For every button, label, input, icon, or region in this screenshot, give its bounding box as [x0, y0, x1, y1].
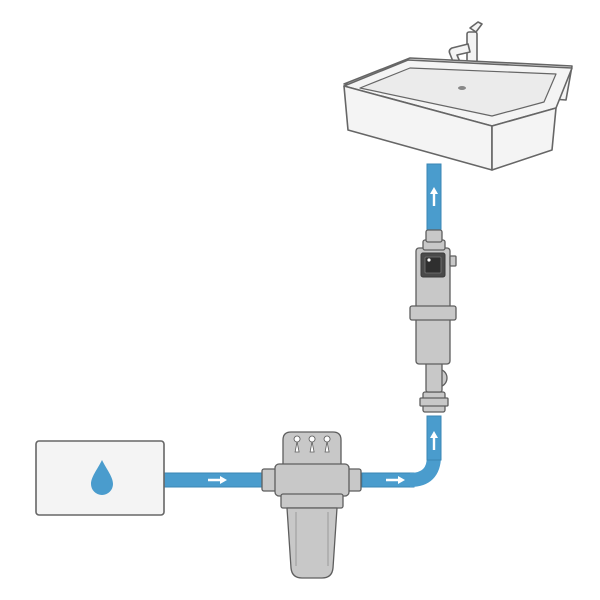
uv-upper-fitting [425, 229, 443, 243]
keyhole-icon [323, 435, 331, 453]
keyhole-icon [293, 435, 301, 453]
water-source [35, 440, 165, 516]
sink-with-faucet [343, 21, 573, 171]
filter-collar [280, 493, 344, 509]
flow-arrows [208, 187, 438, 484]
sink-side [491, 107, 557, 171]
flow-arrow-icon [386, 476, 405, 484]
flow-arrow-icon [430, 187, 438, 206]
flow-arrow-icon [208, 476, 227, 484]
flow-arrow-icon [430, 431, 438, 450]
uv-control-panel [424, 256, 442, 274]
faucet-handle [469, 21, 483, 33]
filter-head [274, 463, 350, 497]
filter-inlet-nut [261, 468, 277, 492]
uv-lower-nut [419, 397, 449, 407]
inline-uv-filter [409, 229, 457, 413]
filter-bowl [286, 507, 338, 579]
water-filter-housing [261, 431, 362, 579]
uv-side-port [449, 255, 457, 267]
uv-valve-body [425, 361, 443, 393]
sink-inner-bowl [359, 67, 557, 117]
keyhole-icon [308, 435, 316, 453]
uv-clamp [409, 305, 457, 321]
water-drop-icon [91, 460, 113, 495]
uv-indicator-light [427, 258, 431, 262]
sink-drain [458, 86, 466, 90]
